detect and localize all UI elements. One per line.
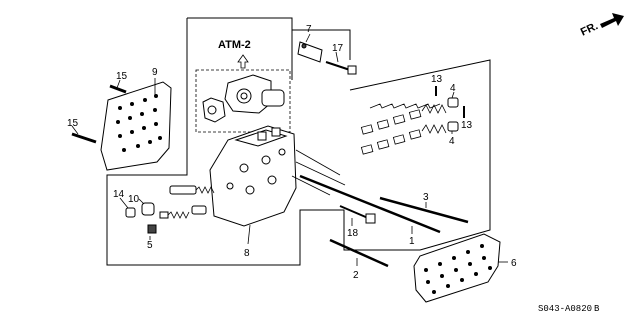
right-spools: 4 4 13 13 [360,74,473,155]
callout-2: 2 [353,270,359,281]
diagram-code-text: S043-A0820 [538,304,592,314]
diagram-code: S043-A0820 B [538,304,600,314]
callout-15-upper: 15 [116,71,128,82]
part-9-plate: 9 [100,67,172,171]
callout-15-lower: 15 [67,118,79,129]
part-6-plate: 6 [413,233,517,303]
diagram-code-suffix: B [594,304,600,314]
callout-8: 8 [244,248,250,259]
atm-2-label: ATM-2 [218,39,251,51]
main-valve-body: 8 [209,125,346,259]
assembly-frame [106,17,491,266]
callout-13-lower: 13 [461,120,473,131]
callout-3: 3 [423,192,429,203]
callout-14: 14 [113,189,125,200]
front-direction-indicator: FR. [579,13,624,39]
atm-2-reference-box: ATM-2 [195,39,291,133]
callout-17: 17 [332,43,344,54]
part-15-pins: 15 15 [67,71,128,144]
left-spools [159,185,215,219]
callout-7: 7 [306,24,312,35]
callout-5: 5 [147,240,153,251]
callout-6: 6 [511,258,517,269]
callout-9: 9 [152,67,158,78]
front-arrow-icon [600,13,624,28]
front-label: FR. [579,20,600,38]
rods: 1 3 2 18 [299,174,469,281]
part-7-17-bracket: 7 17 [297,24,357,75]
callout-4-upper: 4 [450,83,456,94]
callout-18: 18 [347,228,359,239]
callout-13-upper: 13 [431,74,443,85]
callout-1: 1 [409,236,415,247]
up-arrow-icon [237,54,249,69]
part-14-10-5: 14 10 5 [113,189,157,251]
callout-4-lower: 4 [449,136,455,147]
callout-10: 10 [128,194,140,205]
